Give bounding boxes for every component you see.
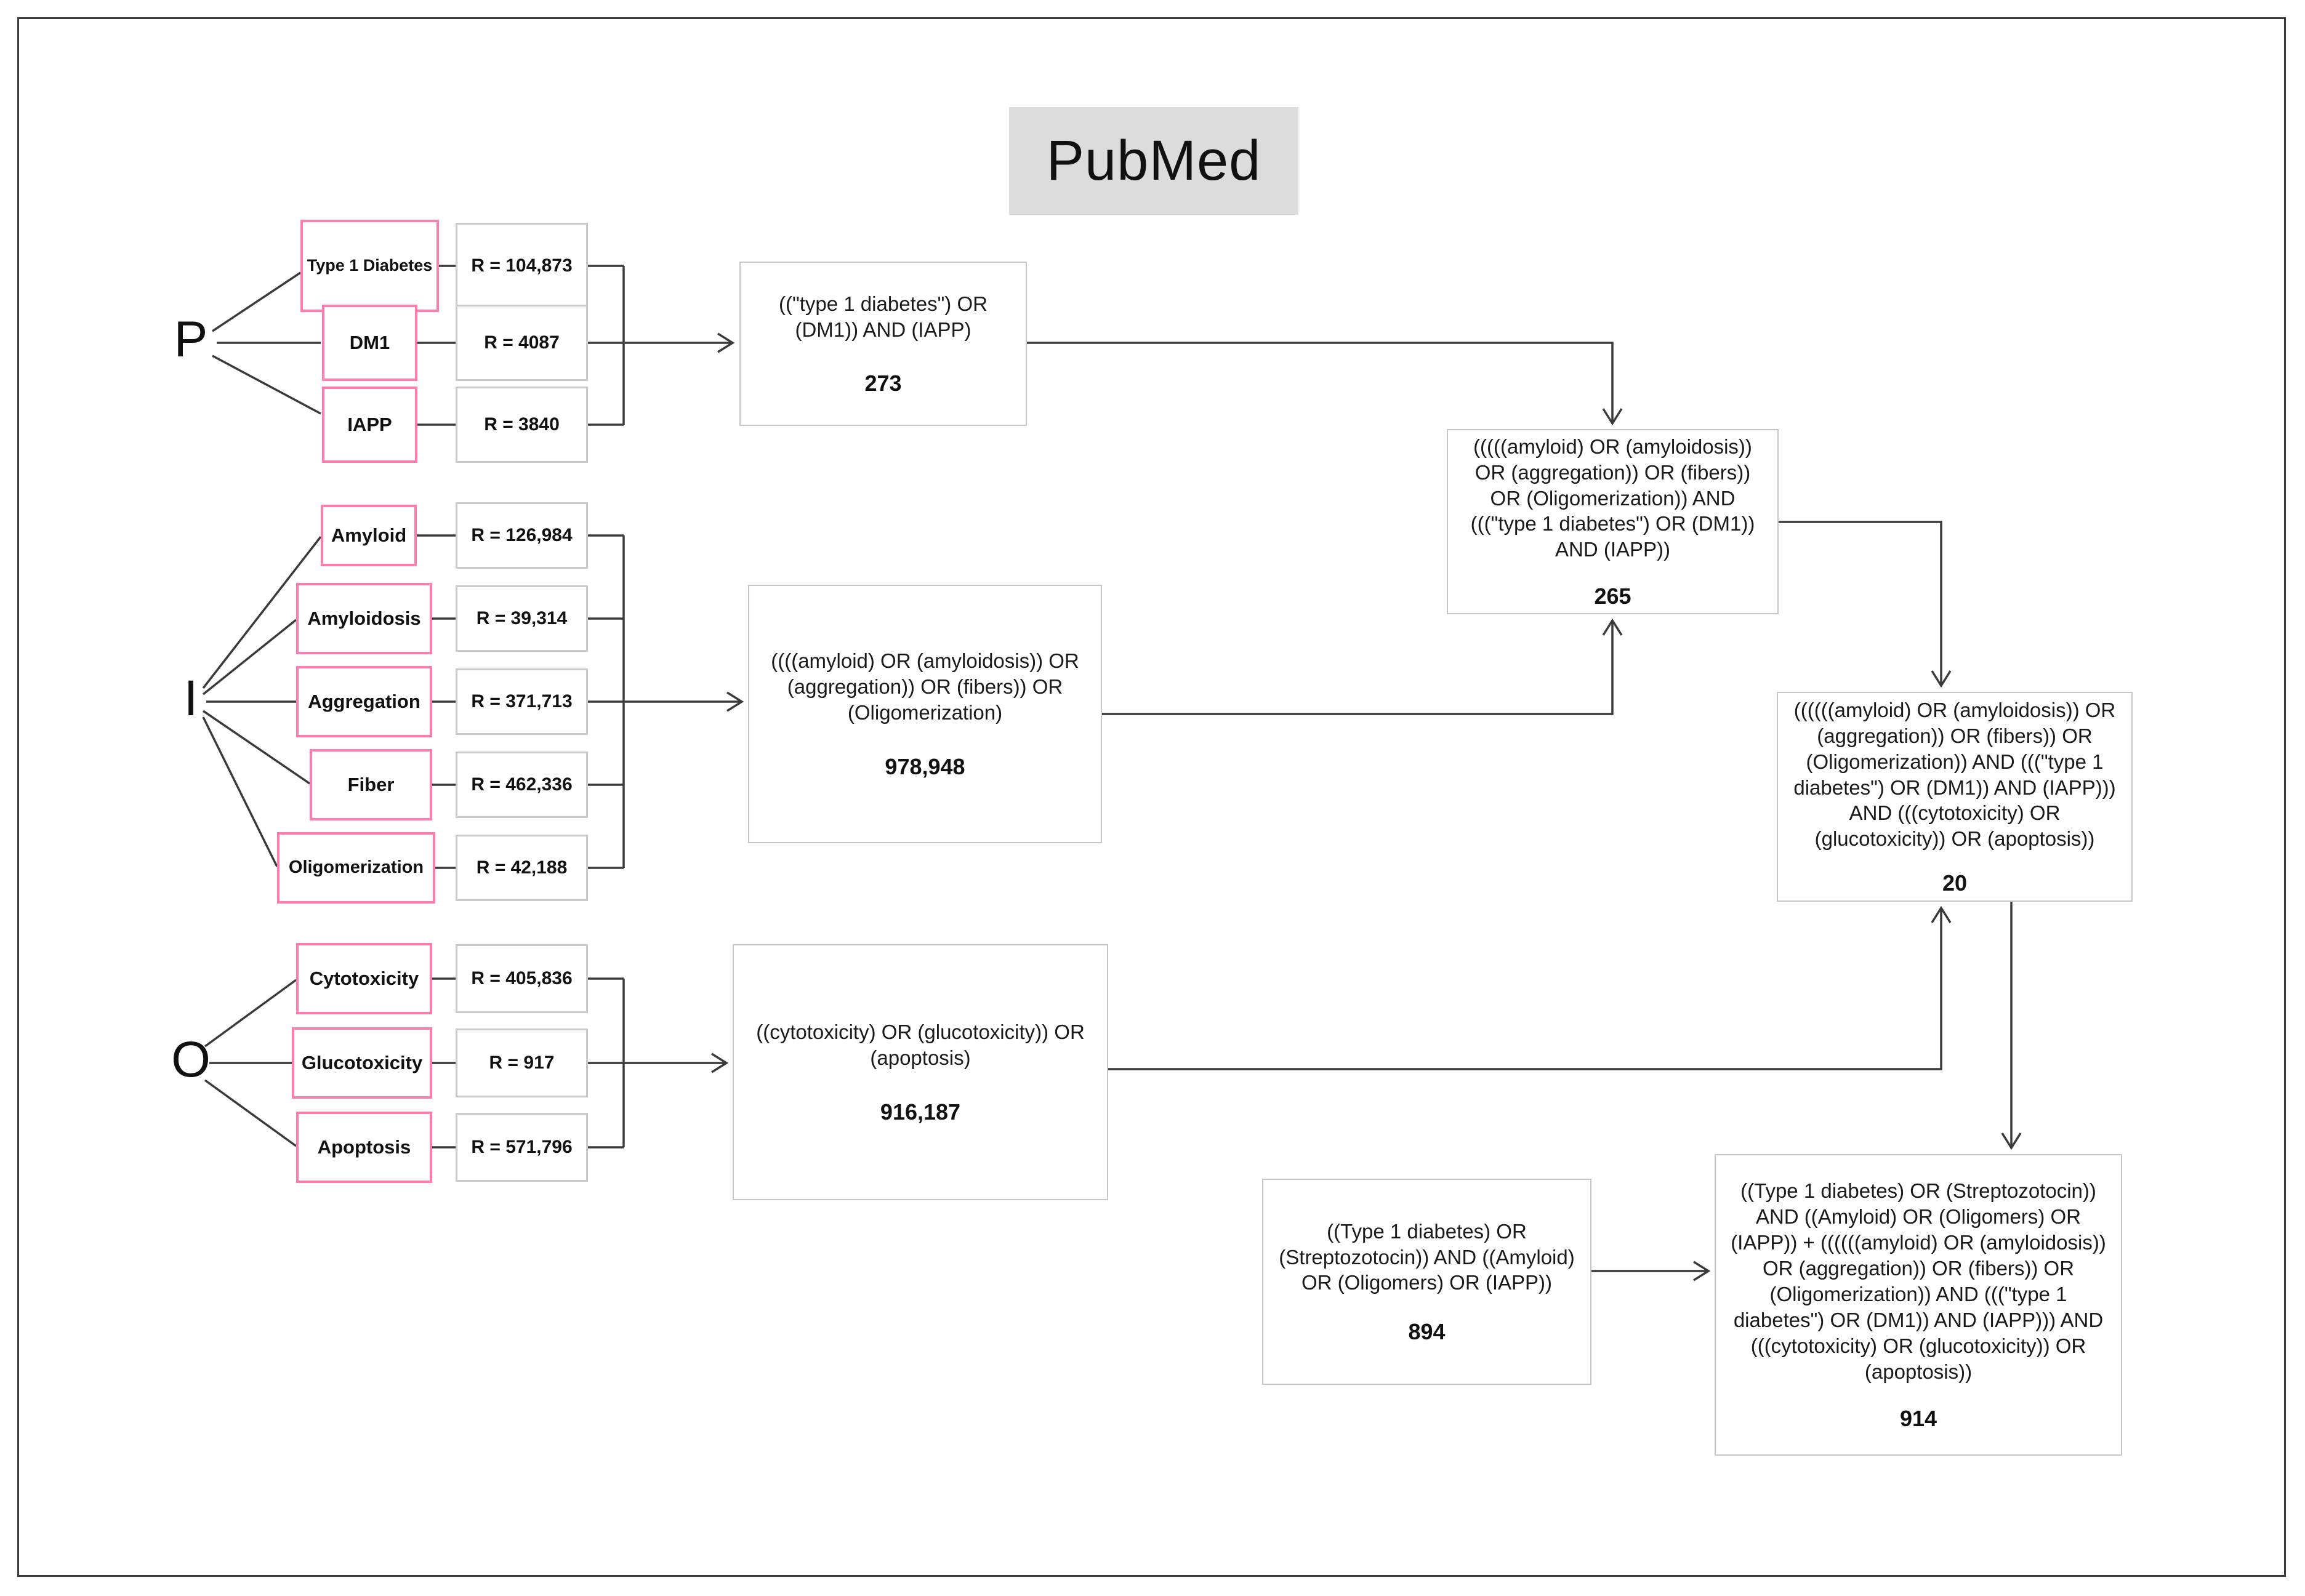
- result-box-apoptosis: R = 571,796: [456, 1113, 588, 1182]
- combined-text-p-i-o: ((((((amyloid) OR (amyloidosis)) OR (agg…: [1793, 698, 2116, 851]
- result-box-glucotoxicity: R = 917: [456, 1029, 588, 1097]
- term-box-cytotoxicity: Cytotoxicity: [296, 943, 432, 1014]
- query-count-p: 273: [864, 371, 902, 396]
- term-box-glucotoxicity: Glucotoxicity: [292, 1027, 432, 1099]
- term-box-amyloidosis: Amyloidosis: [296, 583, 432, 654]
- result-box-aggregation: R = 371,713: [456, 668, 588, 735]
- term-box-apoptosis: Apoptosis: [296, 1112, 432, 1183]
- combined-count-final: 914: [1899, 1405, 1937, 1431]
- term-box-type-1-diabetes: Type 1 Diabetes: [300, 220, 439, 312]
- combined-box-p-i-o: ((((((amyloid) OR (amyloidosis)) OR (agg…: [1777, 692, 2133, 902]
- combined-count-p-and-i: 265: [1594, 583, 1631, 609]
- result-box-cytotoxicity: R = 405,836: [456, 944, 588, 1013]
- result-box-iapp: R = 3840: [456, 387, 588, 463]
- section-letter-i: I: [183, 670, 198, 726]
- combined-text-p-and-i: (((((amyloid) OR (amyloidosis)) OR (aggr…: [1470, 435, 1755, 561]
- query-count-o: 916,187: [880, 1099, 961, 1125]
- pubmed-title: PubMed: [1046, 129, 1261, 192]
- result-box-amyloid: R = 126,984: [456, 502, 588, 569]
- page-border: [17, 17, 2286, 1577]
- result-box-fiber: R = 462,336: [456, 752, 588, 818]
- result-box-type-1-diabetes: R = 104,873: [456, 223, 588, 309]
- combined-box-supplementary: ((Type 1 diabetes) OR (Streptozotocin)) …: [1262, 1179, 1591, 1385]
- combined-text-final: ((Type 1 diabetes) OR (Streptozotocin)) …: [1731, 1179, 2106, 1383]
- result-box-amyloidosis: R = 39,314: [456, 585, 588, 652]
- term-box-dm1: DM1: [322, 305, 417, 381]
- term-box-fiber: Fiber: [310, 749, 432, 820]
- term-box-oligomerization: Oligomerization: [277, 832, 435, 904]
- combined-count-supplementary: 894: [1408, 1319, 1446, 1345]
- query-text-p: (("type 1 diabetes") OR (DM1)) AND (IAPP…: [779, 292, 988, 341]
- combined-box-p-and-i: (((((amyloid) OR (amyloidosis)) OR (aggr…: [1447, 429, 1779, 614]
- term-box-iapp: IAPP: [322, 387, 417, 463]
- query-text-o: ((cytotoxicity) OR (glucotoxicity)) OR (…: [756, 1021, 1085, 1069]
- query-box-p: (("type 1 diabetes") OR (DM1)) AND (IAPP…: [739, 262, 1027, 426]
- term-box-amyloid: Amyloid: [321, 505, 417, 566]
- combined-box-final: ((Type 1 diabetes) OR (Streptozotocin)) …: [1715, 1154, 2122, 1456]
- query-box-o: ((cytotoxicity) OR (glucotoxicity)) OR (…: [733, 944, 1108, 1200]
- section-letter-o: O: [171, 1032, 211, 1088]
- combined-count-p-i-o: 20: [1942, 870, 1968, 896]
- query-text-i: ((((amyloid) OR (amyloidosis)) OR (aggre…: [771, 649, 1079, 724]
- result-box-oligomerization: R = 42,188: [456, 835, 588, 901]
- term-box-aggregation: Aggregation: [296, 666, 432, 737]
- result-box-dm1: R = 4087: [456, 305, 588, 381]
- query-count-i: 978,948: [885, 753, 965, 779]
- pubmed-title-banner: PubMed: [1009, 107, 1298, 215]
- section-letter-p: P: [174, 311, 208, 367]
- combined-text-supplementary: ((Type 1 diabetes) OR (Streptozotocin)) …: [1279, 1219, 1575, 1294]
- query-box-i: ((((amyloid) OR (amyloidosis)) OR (aggre…: [748, 585, 1102, 843]
